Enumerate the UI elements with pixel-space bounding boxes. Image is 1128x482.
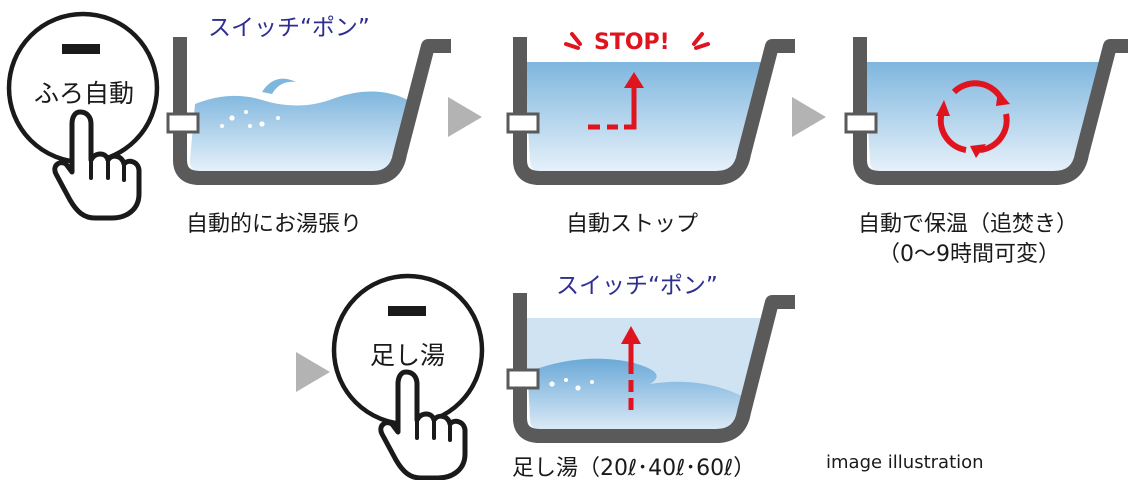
button-minus-icon <box>62 44 100 54</box>
auto-bath-button[interactable] <box>6 11 160 165</box>
add-water-button-label: 足し湯 <box>370 341 446 370</box>
auto-bath-button-label: ふろ自動 <box>34 79 135 108</box>
auto-bath-switch-text: スイッチ“ポン” <box>208 15 370 41</box>
auto-stop-caption: 自動ストップ <box>566 212 699 237</box>
tub-filling <box>166 37 451 185</box>
image-illustration-note: image illustration <box>826 452 984 473</box>
right-triangle-arrow-icon <box>448 97 482 137</box>
inlet-port <box>166 112 200 134</box>
keep-warm-duration: （0〜9時間可変） <box>878 242 1060 267</box>
right-triangle-arrow-icon <box>792 97 826 137</box>
tub-add-water <box>506 293 795 443</box>
button-minus-icon <box>388 306 426 316</box>
alert-ticks-icon <box>564 32 710 50</box>
add-water-caption: 足し湯（20ℓ･40ℓ･60ℓ） <box>512 456 756 481</box>
up-arrow-icon <box>621 326 641 410</box>
auto-bath-caption: 自動的にお湯張り <box>186 212 363 237</box>
circular-arrows-icon <box>936 80 1010 158</box>
splash-icon <box>262 78 296 94</box>
add-water-switch-text: スイッチ“ポン” <box>556 273 718 299</box>
tub-keep-warm <box>844 37 1128 185</box>
pointing-hand-icon <box>52 109 142 221</box>
stop-text: STOP! <box>594 30 670 55</box>
right-triangle-arrow-icon <box>296 352 330 392</box>
keep-warm-caption: 自動で保温（追焚き） <box>858 212 1079 237</box>
pointing-hand-icon <box>378 369 468 480</box>
tub-auto-stop <box>506 32 795 185</box>
up-arrow-icon <box>588 72 644 130</box>
